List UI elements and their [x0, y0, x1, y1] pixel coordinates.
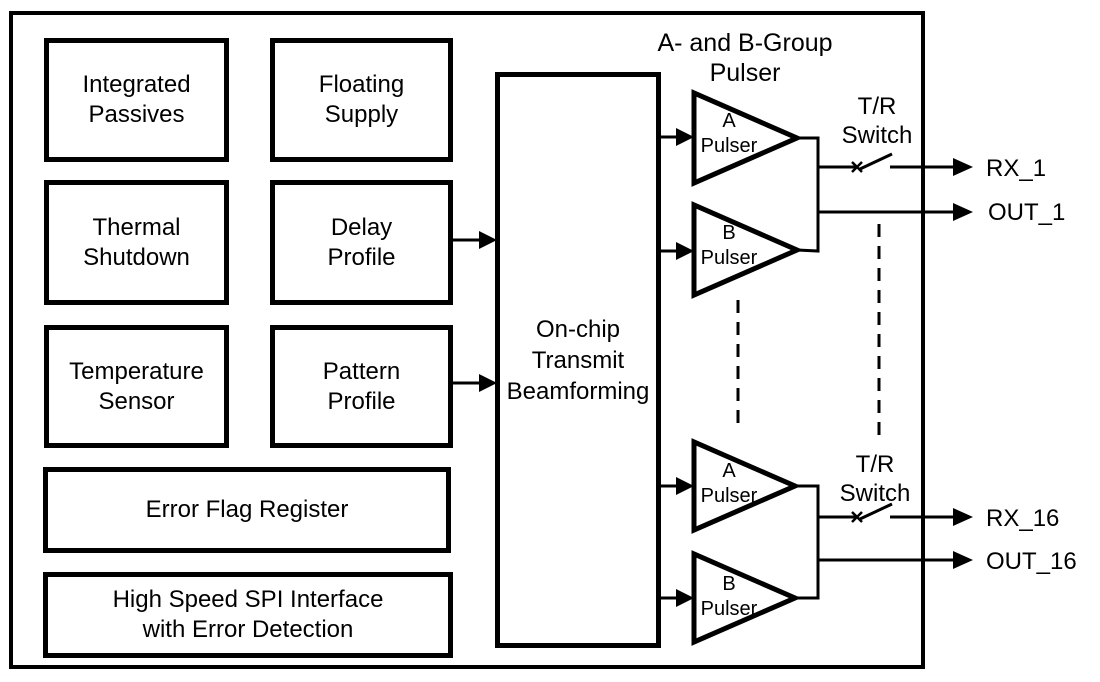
tr-switch-label-line: T/R	[855, 451, 895, 478]
port-label-out16: OUT_16	[986, 548, 1077, 575]
switch-blade-bottom	[859, 502, 893, 521]
block-label: Profile	[327, 387, 396, 415]
pulser-label-line: Pulser	[700, 598, 758, 620]
block-integrated-passives: Integrated Passives	[44, 38, 229, 162]
block-label: Pattern	[322, 357, 401, 385]
block-label: Temperature	[69, 357, 204, 385]
switch-blade-top	[859, 152, 893, 171]
pulser-group-title-line: A- and B-Group	[657, 29, 833, 57]
arrowhead	[676, 589, 694, 607]
port-label-out1: OUT_1	[988, 199, 1066, 226]
pulser-group-title-line: Pulser	[709, 59, 781, 87]
block-label: Profile	[327, 243, 396, 271]
block-label: Supply	[324, 101, 399, 128]
a-pulser-triangle-top	[691, 89, 804, 187]
arrowhead	[479, 374, 497, 392]
pulser-label-line: Pulser	[700, 485, 758, 507]
pulser-label-line: A	[722, 460, 736, 482]
pulser-label-line: B	[722, 573, 736, 595]
block-label: Error Flag Register	[145, 496, 349, 523]
arrowhead-out1	[953, 203, 973, 221]
arrowhead-out16	[953, 551, 973, 569]
chip-boundary	[9, 11, 925, 669]
tr-switch-label-line: Switch	[841, 122, 913, 149]
block-label: with Error Detection	[142, 616, 354, 643]
block-label: Sensor	[98, 387, 175, 415]
b-pulser-label-bottom: B Pulser	[694, 572, 764, 622]
combiner-bar-top	[796, 136, 820, 253]
tr-switch-label-line: Switch	[839, 480, 911, 507]
block-transmit-beamforming: On-chip Transmit Beamforming	[495, 72, 661, 648]
tr-switch-label-top: T/R Switch	[827, 92, 927, 150]
b-pulser-triangle-top	[691, 201, 804, 299]
port-label-rx16: RX_16	[986, 505, 1060, 532]
b-pulser-label-top: B Pulser	[694, 221, 764, 271]
switch-contact-x-bottom	[851, 511, 863, 523]
arrowhead	[676, 242, 694, 260]
tr-switch-label-line: T/R	[857, 93, 897, 120]
a-pulser-label-top: A Pulser	[694, 109, 764, 159]
block-label: High Speed SPI Interface	[112, 586, 384, 613]
switch-contact-x-top	[851, 161, 863, 173]
combiner-bar-bottom	[795, 484, 820, 600]
block-label: Delay	[330, 213, 393, 241]
a-pulser-label-bottom: A Pulser	[694, 459, 764, 509]
arrowhead-rx1	[953, 158, 973, 176]
block-label: Thermal	[92, 213, 181, 241]
block-pattern-profile: Pattern Profile	[270, 325, 453, 448]
block-spi-interface: High Speed SPI Interface with Error Dete…	[43, 572, 453, 658]
block-label: Passives	[88, 101, 185, 128]
block-delay-profile: Delay Profile	[270, 180, 453, 305]
pulser-label-line: A	[722, 110, 736, 132]
pulser-label-line: Pulser	[700, 247, 758, 269]
block-label: Shutdown	[83, 243, 190, 271]
block-floating-supply: Floating Supply	[270, 38, 453, 162]
pulser-label-line: B	[722, 222, 736, 244]
arrowhead	[676, 477, 694, 495]
block-error-flag-register: Error Flag Register	[43, 467, 451, 553]
block-label: Integrated	[82, 71, 191, 98]
block-label: Floating	[318, 71, 405, 98]
block-label: Beamforming	[506, 377, 650, 405]
arrowhead	[479, 231, 497, 249]
port-label-rx1: RX_1	[986, 155, 1047, 182]
arrowhead	[676, 128, 694, 146]
block-thermal-shutdown: Thermal Shutdown	[44, 180, 229, 305]
block-temperature-sensor: Temperature Sensor	[44, 325, 229, 448]
pulser-group-title: A- and B-Group Pulser	[640, 28, 850, 88]
arrowhead-rx16	[953, 508, 973, 526]
block-label: Transmit	[531, 346, 625, 374]
block-label: On-chip	[535, 315, 621, 343]
tr-switch-label-bottom: T/R Switch	[825, 450, 925, 508]
pulser-label-line: Pulser	[700, 135, 758, 157]
